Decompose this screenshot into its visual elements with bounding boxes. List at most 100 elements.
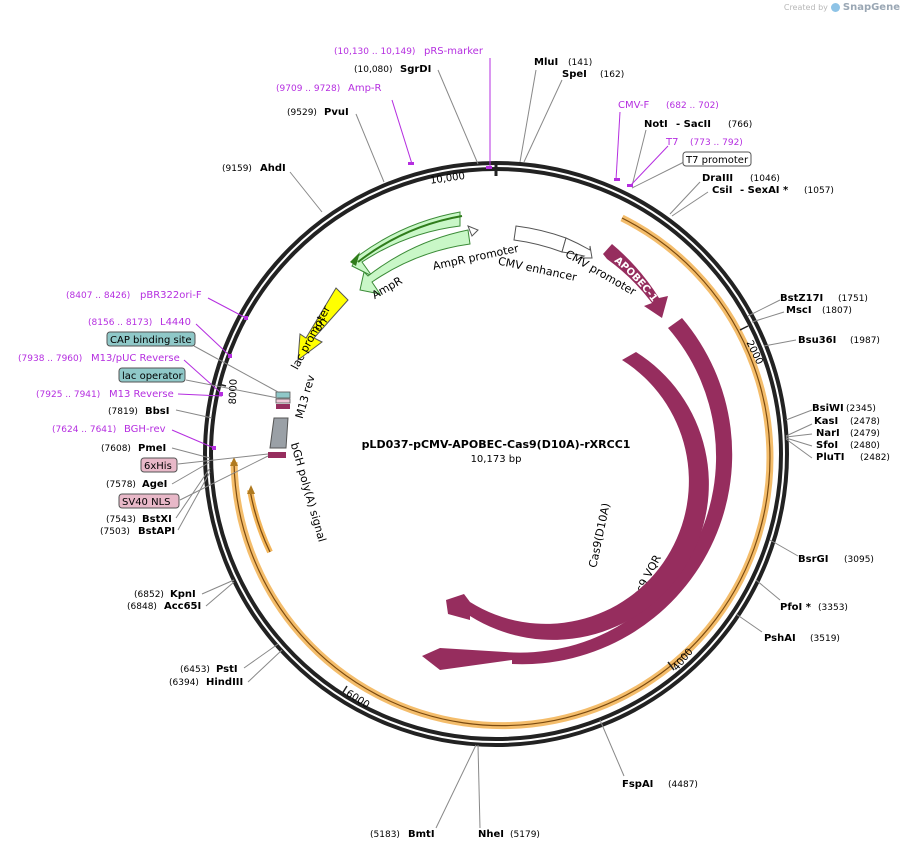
feature-cas9-vqr[interactable] <box>422 318 733 670</box>
feature-ampr-body[interactable] <box>359 229 471 295</box>
site-line-draiii <box>669 181 701 215</box>
box-cap-binding-site[interactable] <box>106 331 196 347</box>
primer-mark-bgh[interactable] <box>212 446 216 450</box>
site-line-pvui <box>355 113 385 183</box>
site-bstz17i[interactable]: BstZ17I <box>780 293 823 304</box>
primer-cmv-f[interactable]: CMV-F <box>618 100 649 111</box>
credit-brand: SnapGene <box>842 2 900 13</box>
site-pluti-pos: (2482) <box>860 453 890 463</box>
feature-his-nls-box[interactable] <box>268 452 286 458</box>
site-kpni[interactable]: KpnI <box>170 589 196 600</box>
feature-ori[interactable] <box>297 287 349 362</box>
primer-mark-prs[interactable] <box>486 166 492 169</box>
site-pfoi[interactable]: PfoI * <box>780 602 812 613</box>
site-line-bstapi <box>177 471 211 531</box>
site-line-pshai <box>735 613 763 633</box>
primer-t7[interactable]: T7 <box>665 137 678 148</box>
site-bstxi[interactable]: BstXI <box>142 514 172 525</box>
feature-cap-box[interactable] <box>275 398 291 404</box>
site-noti[interactable]: NotI <box>644 119 668 130</box>
primer-mark-l4440[interactable] <box>228 354 232 358</box>
site-fspai[interactable]: FspAI <box>622 779 653 790</box>
tick-2000-mark <box>739 325 749 331</box>
site-line-psti <box>243 643 279 669</box>
site-mlui[interactable]: MluI <box>534 57 558 68</box>
site-pshai[interactable]: PshAI <box>764 633 796 644</box>
site-kasi-pos: (2478) <box>850 417 880 427</box>
site-line-bsu36i <box>763 339 797 347</box>
site-acc65i[interactable]: Acc65I <box>164 601 201 612</box>
box-sv40-nls[interactable] <box>118 493 180 509</box>
primer-mark-ampr[interactable] <box>408 162 414 165</box>
box-6xhis[interactable] <box>140 457 178 473</box>
site-bsu36i[interactable]: Bsu36I <box>798 335 836 346</box>
primer-pbr322ori-f[interactable]: pBR322ori-F <box>140 290 202 301</box>
site-line-bsiwi <box>785 409 813 421</box>
site-nhei-pos: (5179) <box>510 830 540 840</box>
primer-mark-cmvf[interactable] <box>614 178 620 181</box>
primer-prs-marker[interactable]: pRS-marker <box>424 46 484 57</box>
site-pluti[interactable]: PluTI <box>816 452 844 463</box>
feature-ampr-promoter[interactable] <box>467 225 479 237</box>
site-bbsi[interactable]: BbsI <box>145 406 169 417</box>
site-pvui[interactable]: PvuI <box>324 107 349 118</box>
site-line-fspai <box>599 719 625 777</box>
primer-amp-r[interactable]: Amp-R <box>348 83 382 94</box>
primer-cmv-f-pos: (682 .. 702) <box>666 101 719 111</box>
primer-m13-reverse[interactable]: M13 Reverse <box>109 389 174 400</box>
site-msci-pos: (1807) <box>822 306 852 316</box>
box-lac-operator[interactable] <box>118 367 186 383</box>
site-ahdi[interactable]: AhdI <box>260 163 286 174</box>
feature-ampr-stripe-head <box>350 252 360 266</box>
site-spei[interactable]: SpeI <box>562 69 587 80</box>
site-csii[interactable]: CsiI <box>712 185 732 196</box>
site-line-bsrgi <box>769 539 799 557</box>
feature-cmv-promoter[interactable] <box>561 237 593 259</box>
primer-line-m13rev <box>177 393 223 397</box>
feature-ampr[interactable] <box>351 211 461 277</box>
site-psti[interactable]: PstI <box>216 664 238 675</box>
feature-cmv-enhancer[interactable] <box>513 225 567 253</box>
site-sexai[interactable]: - SexAI * <box>740 185 789 196</box>
backbone-outer-ring <box>203 161 789 747</box>
site-hindiii[interactable]: HindIII <box>206 677 243 688</box>
site-sfoi[interactable]: SfoI <box>816 440 838 451</box>
site-bsrgi[interactable]: BsrGI <box>798 554 828 565</box>
feature-apobec1[interactable] <box>603 244 668 318</box>
site-draiii[interactable]: DraIII <box>702 173 733 184</box>
primer-mark-pbr322[interactable] <box>244 316 248 320</box>
feature-bgh[interactable] <box>269 417 289 449</box>
primer-line-cmvf <box>615 111 621 181</box>
feature-m13-box[interactable] <box>276 404 290 409</box>
site-line-kasi <box>785 423 813 437</box>
site-bbsi-pos: (7819) <box>108 407 138 417</box>
site-draiii-pos: (1046) <box>750 174 780 184</box>
primer-mark-m13rev[interactable] <box>219 392 223 396</box>
tick-6000-mark <box>341 685 348 695</box>
site-bmti[interactable]: BmtI <box>408 829 435 840</box>
site-sacii[interactable]: - SacII <box>676 119 711 130</box>
primer-bgh-rev-pos: (7624 .. 7641) <box>52 425 116 435</box>
site-msci[interactable]: MscI <box>786 305 812 316</box>
site-kasi[interactable]: KasI <box>814 416 838 427</box>
site-noti-pos: (766) <box>728 120 752 130</box>
box-t7-promoter[interactable] <box>682 151 752 167</box>
site-pmei[interactable]: PmeI <box>138 443 166 454</box>
orf-inner-arc <box>247 489 273 554</box>
site-bstz17i-pos: (1751) <box>838 294 868 304</box>
site-agei[interactable]: AgeI <box>142 479 167 490</box>
primer-m13puc-reverse[interactable]: M13/pUC Reverse <box>91 353 180 364</box>
primer-amp-r-pos: (9709 .. 9728) <box>276 84 340 94</box>
primer-mark-t7[interactable] <box>627 184 633 187</box>
primer-l4440[interactable]: L4440 <box>160 317 191 328</box>
site-bsiwi[interactable]: BsiWI <box>812 403 844 414</box>
site-bstapi[interactable]: BstAPI <box>138 526 175 537</box>
site-sgrdi[interactable]: SgrDI <box>400 64 431 75</box>
feature-cas9-d10a[interactable] <box>446 352 709 640</box>
site-nhei[interactable]: NheI <box>478 829 504 840</box>
primer-prs-pos: (10,130 .. 10,149) <box>334 47 415 57</box>
site-line-spei <box>523 79 563 163</box>
primer-bgh-rev[interactable]: BGH-rev <box>124 424 166 435</box>
site-nari[interactable]: NarI <box>816 428 840 439</box>
feature-lac-promoter-box[interactable] <box>275 391 291 399</box>
